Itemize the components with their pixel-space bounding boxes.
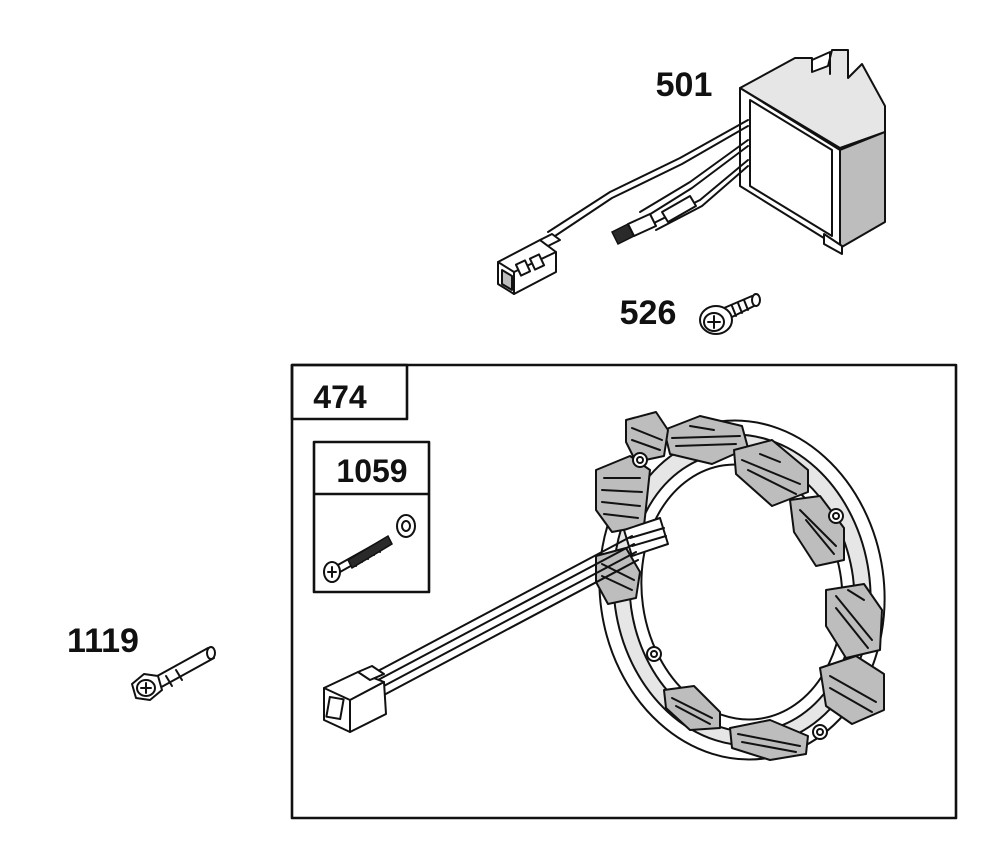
stator-coil	[595, 455, 651, 533]
label-526: 526	[620, 294, 677, 332]
label-474: 474	[313, 379, 367, 415]
stator-harness[interactable]	[323, 535, 639, 733]
stator-coil	[825, 583, 883, 659]
stator-coil	[663, 685, 721, 731]
stator-coil	[729, 719, 809, 761]
screw-kit-box	[312, 440, 431, 594]
label-1059: 1059	[336, 453, 407, 489]
bolt-1119-part[interactable]	[131, 646, 216, 701]
stator-coil	[733, 439, 809, 507]
stator-assembly[interactable]	[578, 402, 907, 778]
label-1119: 1119	[67, 622, 139, 660]
mounting-hole	[828, 508, 844, 524]
mounting-hole	[646, 646, 662, 662]
screw-kit-part[interactable]	[323, 514, 416, 583]
stator-coil	[819, 655, 885, 725]
alternator-kit-frame	[290, 363, 958, 820]
screw-526-part[interactable]	[699, 293, 761, 335]
label-501: 501	[656, 66, 713, 104]
regulator-part[interactable]	[497, 49, 886, 295]
mounting-hole	[812, 724, 828, 740]
stator-coil	[625, 411, 669, 463]
mounting-hole	[632, 452, 648, 468]
